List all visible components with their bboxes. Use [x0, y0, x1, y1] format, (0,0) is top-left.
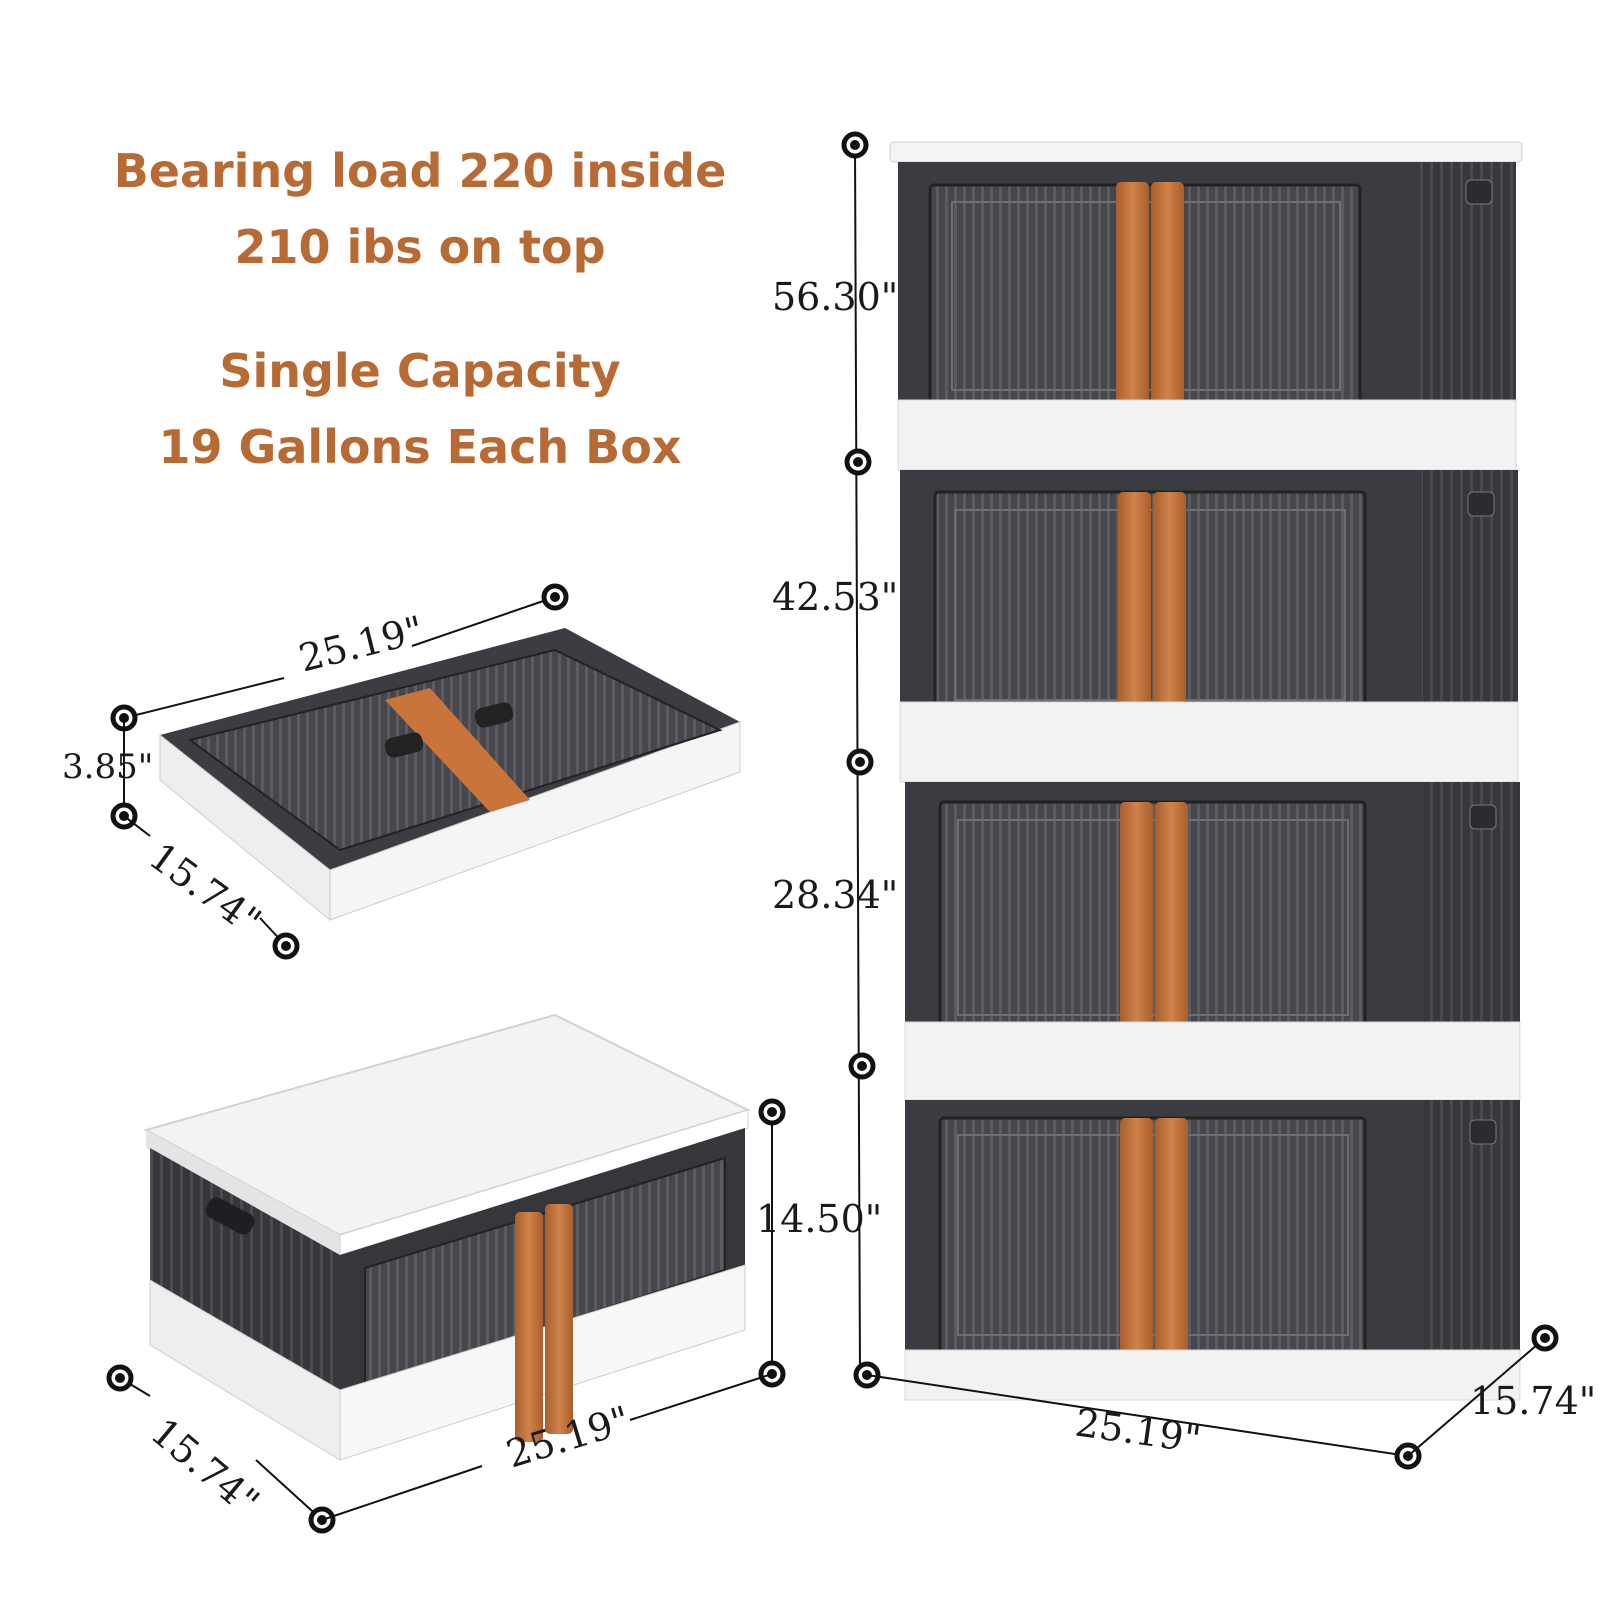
handle-left	[1116, 182, 1149, 410]
tower-depth-label: 15.74"	[1470, 1379, 1597, 1423]
tower-lid	[889, 141, 1523, 163]
folded-height-label: 3.85"	[62, 747, 154, 787]
handle-right	[545, 1204, 573, 1434]
tower-height-3-label: 42.53"	[772, 575, 899, 619]
handle-right	[1155, 1118, 1188, 1354]
folded-box	[159, 628, 741, 922]
tower-box-4	[904, 1100, 1521, 1401]
headline-line-2: 210 ibs on top	[234, 220, 606, 274]
folded-handle	[385, 688, 530, 812]
handle-right	[1153, 492, 1186, 724]
headline-line-4: 19 Gallons Each Box	[158, 420, 682, 474]
headline-line-1: Bearing load 220 inside	[113, 144, 727, 198]
tower-box-1	[897, 162, 1517, 471]
stacked-tower	[841, 131, 1559, 1470]
tower-height-4-label: 56.30"	[772, 275, 899, 319]
handle-left	[1120, 1118, 1153, 1354]
handle-left	[515, 1212, 543, 1442]
tower-height-2-label: 28.34"	[772, 873, 899, 917]
handle-left	[1120, 802, 1153, 1034]
single-box	[143, 1013, 751, 1461]
single-box-dimension-lines	[106, 1098, 786, 1534]
headline-line-3: Single Capacity	[219, 344, 621, 398]
single-height-label: 14.50"	[756, 1197, 883, 1241]
handle-right	[1155, 802, 1188, 1034]
tower-box-2	[899, 470, 1519, 783]
handle-right	[1151, 182, 1184, 410]
tower-width-line	[866, 1324, 1559, 1470]
tower-box-3	[904, 782, 1521, 1101]
handle-left	[1118, 492, 1151, 724]
folded-box-dimension-lines	[110, 583, 569, 960]
